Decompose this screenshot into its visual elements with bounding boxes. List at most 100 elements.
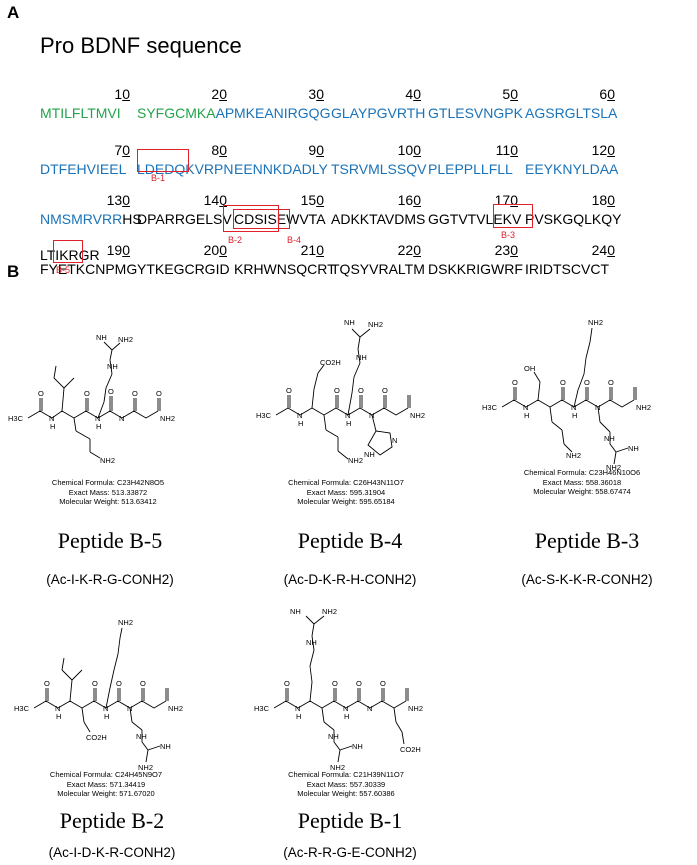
box-label-b1: B-1 [151,173,166,183]
sequence-segment: EENNKDADLY [234,161,328,177]
residue-sequence: GGTVTVLEKV [428,211,521,227]
peptide-seq-b4: (Ac-D-K-R-H-CONH2) [283,572,417,587]
residue-sequence: SYFGCMKAAP [137,105,234,121]
svg-text:H: H [524,411,529,420]
residue-sequence: LTIKRGR [40,247,100,263]
svg-text:NH: NH [604,434,615,443]
svg-text:N: N [392,436,397,445]
mass-b1: Exact Mass: 557.30339 [306,779,386,789]
svg-text:NH2: NH2 [100,456,115,465]
residue-sequence: ADKKTAVDMS [331,211,425,227]
sequence-segment: MKEANIRGQG [234,105,331,121]
svg-text:O: O [332,679,338,688]
residue-number: 150 [300,192,324,208]
residue-number: 160 [397,192,421,208]
structure-b2: H3C O N H O N H CO2H O NH2 N O NH2 NH NH… [0,608,230,783]
svg-text:H: H [572,411,577,420]
peptide-seq-b2: (Ac-I-D-K-R-CONH2) [48,845,176,860]
svg-text:N: N [55,704,60,713]
sequence-segment: GGTVTVLEKV [428,211,522,227]
svg-text:N: N [127,704,132,713]
residue-sequence: TSRVMLSSQV [331,161,426,177]
sequence-segment: ADKKTAVDMS [331,211,426,227]
svg-text:NH2: NH2 [566,451,581,460]
mw-b1: Molecular Weight: 557.60386 [297,789,395,798]
panel-a-letter: A [7,3,20,22]
peptide-name-b5: Peptide B-5 [57,528,163,553]
svg-text:O: O [92,679,98,688]
residue-sequence: GLAYPGVRTH [331,105,425,121]
formula-b2: Chemical Formula: C24H45N9O7 [49,770,163,779]
sequence-segment: GLAYPGVRTH [331,105,426,121]
svg-text:O: O [356,679,362,688]
svg-text:O: O [38,389,44,398]
sequence-segment: DSKKRIGWRF [428,261,523,277]
formula-b1: Chemical Formula: C21H39N11O7 [288,770,404,779]
svg-text:O: O [512,378,518,387]
svg-text:O: O [380,679,386,688]
svg-text:NH2: NH2 [138,763,153,772]
info-b5: Chemical Formula: C23H42N8O5 Exact Mass:… [8,478,208,507]
residue-number: 200 [203,242,227,258]
svg-text:N: N [49,414,54,423]
sequence-block: LTIKRGR [40,228,136,268]
sequence-segment: AP [215,105,235,121]
svg-text:NH2: NH2 [168,704,183,713]
sequence-segment: IRIDTSCVCT [525,261,609,277]
svg-text:O: O [108,387,114,396]
svg-text:H: H [344,712,349,721]
info-b4: Chemical Formula: C26H43N11O7 Exact Mass… [246,478,446,507]
svg-text:H: H [298,419,303,428]
residue-sequence: TQSYVRALTM [331,261,425,277]
structure-b5: H3C O N H O N H NH2 O NH NH2 NH N O O NH… [0,290,220,485]
peptide-name-b4: Peptide B-4 [297,528,403,553]
sequence-segment: LTIKRGR [40,247,100,263]
svg-text:OH: OH [524,364,535,373]
sequence-title: Pro BDNF sequence [40,33,242,58]
atom-h3c: H3C [8,414,24,423]
mw-b4: Molecular Weight: 595.65184 [297,497,395,506]
residue-sequence: CDSISEWVTA [234,211,326,227]
svg-text:NH2: NH2 [588,318,603,327]
svg-text:O: O [334,386,340,395]
panel-b-letter: B [7,262,20,281]
residue-number: 180 [591,192,615,208]
residue-sequence: DSKKRIGWRF [428,261,523,277]
residue-number: 240 [591,242,615,258]
residue-number: 100 [397,142,421,158]
svg-text:O: O [560,378,566,387]
box-label-b4: B-4 [287,235,302,245]
residue-number: 190 [106,242,130,258]
sequence-segment: PVSKGQLKQY [525,211,622,227]
residue-number: 120 [591,142,615,158]
sequence-segment: FYETKCNPMG [40,261,138,277]
svg-text:H3C: H3C [14,704,30,713]
mass-b3: Exact Mass: 558.36018 [542,477,622,487]
svg-text:NH: NH [160,742,171,751]
svg-text:NH: NH [344,318,355,327]
svg-text:H: H [296,712,301,721]
svg-text:NH2: NH2 [408,704,423,713]
svg-text:NH: NH [352,742,363,751]
svg-text:N: N [103,704,108,713]
svg-text:NH2: NH2 [118,335,133,344]
svg-text:H3C: H3C [256,411,272,420]
svg-text:H: H [104,712,109,721]
svg-text:O: O [156,389,162,398]
residue-number: 70 [114,142,130,158]
residue-number: 60 [599,86,615,102]
svg-text:NH2: NH2 [160,414,175,423]
